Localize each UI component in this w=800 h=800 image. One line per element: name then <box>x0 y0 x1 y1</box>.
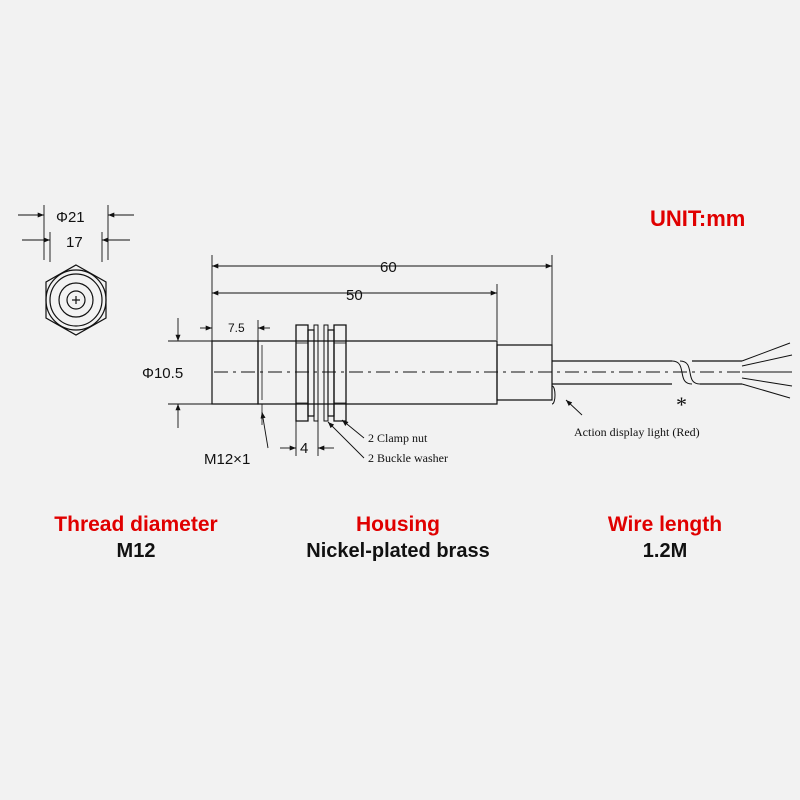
spec-value: M12 <box>116 540 156 562</box>
buckle-washer-label: 2 Buckle washer <box>368 451 448 465</box>
inner-width-label: 17 <box>66 234 83 251</box>
unit-label: UNIT:mm <box>650 206 745 231</box>
spec-label: Housing <box>356 513 440 536</box>
spec-label: Thread diameter <box>54 513 218 536</box>
sensing-diameter-label: Φ10.5 <box>142 365 183 382</box>
nut-width-label: 4 <box>300 440 308 457</box>
spec-label: Wire length <box>607 513 723 536</box>
indicator-light-label: Action display light (Red) <box>574 425 700 439</box>
head-length-label: 7.5 <box>228 321 245 335</box>
clamp-nut-label: 2 Clamp nut <box>368 431 428 445</box>
outer-diameter-label: Φ21 <box>56 209 85 226</box>
end-view <box>18 205 134 336</box>
thread-spec-label: M12×1 <box>204 451 250 468</box>
total-length-label: 60 <box>380 259 397 276</box>
spec-wire-length: Wire length 1.2M <box>580 512 750 564</box>
spec-housing: Housing Nickel-plated brass <box>278 512 518 564</box>
spec-value: 1.2M <box>642 540 688 562</box>
spec-value: Nickel-plated brass <box>306 540 490 562</box>
housing-length-label: 50 <box>346 287 363 304</box>
asterisk-mark: * <box>676 392 687 417</box>
side-view <box>168 255 792 458</box>
spec-thread-diameter: Thread diameter M12 <box>36 512 236 564</box>
